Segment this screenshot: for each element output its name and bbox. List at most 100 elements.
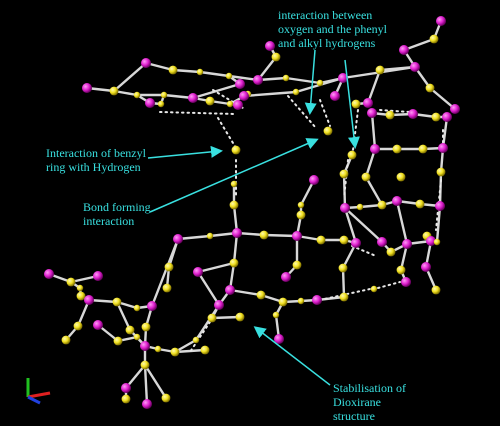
atom-yellow <box>323 126 333 136</box>
label-bond-forming: Bond forming interaction <box>83 200 151 228</box>
annotation-arrow <box>253 326 331 386</box>
atom-yellow <box>429 34 439 44</box>
atom-yellow <box>207 313 217 323</box>
atom-yellow <box>113 336 123 346</box>
axis-z <box>27 395 41 405</box>
atom-yellow <box>164 262 174 272</box>
atom-magenta <box>401 277 411 287</box>
atom-yellow <box>133 304 141 312</box>
bond <box>194 303 221 342</box>
atom-yellow <box>160 91 168 99</box>
atom-yellow <box>425 83 435 93</box>
atom-magenta <box>140 341 150 351</box>
atom-yellow <box>297 297 305 305</box>
atom-yellow <box>339 169 349 179</box>
bond <box>343 206 384 244</box>
bond <box>198 70 231 78</box>
bond <box>438 170 443 208</box>
atom-yellow <box>256 290 266 300</box>
atom-yellow <box>133 333 141 341</box>
atom-yellow <box>278 297 288 307</box>
atom-yellow <box>112 297 122 307</box>
atom-magenta <box>253 75 263 85</box>
atom-yellow <box>370 285 378 293</box>
label-dioxirane: Stabilisation of Dioxirane structure <box>333 381 406 423</box>
bond <box>364 175 384 207</box>
atom-yellow <box>385 110 395 120</box>
atom-yellow <box>154 345 162 353</box>
atom-magenta <box>82 83 92 93</box>
atom-magenta <box>145 98 155 108</box>
atom-magenta <box>84 295 94 305</box>
atom-magenta <box>370 144 380 154</box>
bond <box>143 363 168 400</box>
atom-yellow <box>296 210 306 220</box>
atom-magenta <box>142 399 152 409</box>
bond <box>112 61 148 93</box>
dotted-interaction <box>319 99 331 127</box>
bond <box>342 172 347 210</box>
atom-yellow <box>272 311 280 319</box>
atom-magenta <box>233 100 243 110</box>
atom-yellow <box>431 285 441 295</box>
atom-yellow <box>133 91 141 99</box>
atom-yellow <box>292 88 300 96</box>
atom-yellow <box>200 345 210 355</box>
dotted-interaction <box>217 117 237 149</box>
atom-yellow <box>125 325 135 335</box>
atom-magenta <box>399 45 409 55</box>
atom-magenta <box>121 383 131 393</box>
atom-magenta <box>141 58 151 68</box>
atom-yellow <box>418 144 428 154</box>
atom-magenta <box>438 143 448 153</box>
dotted-interaction <box>377 281 401 289</box>
atom-yellow <box>121 394 131 404</box>
atom-yellow <box>356 203 364 211</box>
atom-magenta <box>292 231 302 241</box>
atom-yellow <box>170 347 180 357</box>
atom-magenta <box>421 262 431 272</box>
atom-yellow <box>396 265 406 275</box>
atom-yellow <box>377 200 387 210</box>
bond <box>435 204 442 244</box>
atom-yellow <box>297 201 305 209</box>
bond <box>210 315 242 320</box>
dotted-interaction <box>287 95 317 129</box>
atom-yellow <box>205 96 215 106</box>
dotted-interactions <box>159 89 444 353</box>
atom-yellow <box>396 172 406 182</box>
atom-yellow <box>433 238 441 246</box>
bond <box>115 300 132 332</box>
atom-yellow <box>339 292 349 302</box>
bond <box>171 68 202 74</box>
annotation-arrow <box>304 49 317 115</box>
atom-yellow <box>157 100 165 108</box>
atoms <box>44 16 460 409</box>
bond <box>191 82 242 100</box>
bond <box>176 234 212 241</box>
bond <box>228 288 263 297</box>
atom-yellow <box>76 291 86 301</box>
atom-yellow <box>206 232 214 240</box>
bond <box>232 231 239 265</box>
atom-magenta <box>338 73 348 83</box>
atom-magenta <box>265 41 275 51</box>
bond <box>262 233 299 238</box>
atom-magenta <box>410 62 420 72</box>
atom-magenta <box>426 236 436 246</box>
atom-yellow <box>235 312 245 322</box>
atom-yellow <box>431 112 441 122</box>
atom-magenta <box>436 16 446 26</box>
bond <box>150 237 180 308</box>
atom-yellow <box>141 322 151 332</box>
atom-yellow <box>361 172 371 182</box>
bond <box>366 68 382 105</box>
atom-magenta <box>442 112 452 122</box>
atom-yellow <box>230 180 238 188</box>
bond <box>428 86 457 111</box>
bond <box>196 261 236 274</box>
atom-magenta <box>274 334 284 344</box>
atom-yellow <box>436 167 446 177</box>
atom-yellow <box>229 200 239 210</box>
dotted-interaction <box>159 111 236 115</box>
